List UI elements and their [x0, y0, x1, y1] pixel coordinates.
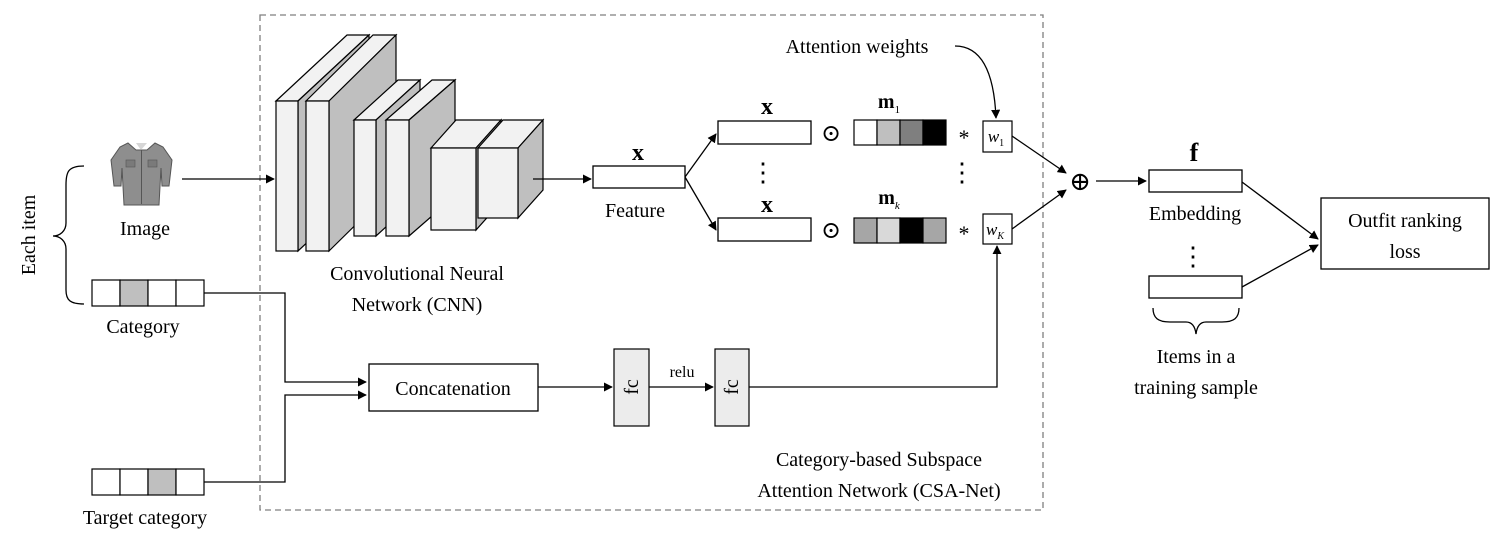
concatenation-box: [368, 363, 539, 412]
cnn-blocks: [274, 33, 545, 253]
embedding-vdots: ⋮: [1180, 242, 1206, 271]
mask-1-cell-2: [876, 119, 901, 146]
items-brace: [1152, 307, 1240, 335]
each-item-label: Each item: [18, 194, 40, 275]
mask-vdots: ⋮: [949, 158, 975, 187]
csa-net-region: [259, 14, 1044, 511]
target-cell-1: [91, 468, 121, 496]
multiply-op-1: *: [959, 125, 970, 150]
weight-box-1: [982, 120, 1013, 153]
feature-box: [592, 165, 686, 189]
category-cell-4: [175, 279, 205, 307]
mask-k-cell-4: [922, 217, 947, 244]
embedding-box-n: [1148, 275, 1243, 299]
fc-label-2: fc: [721, 379, 743, 395]
target-cell-3: [147, 468, 177, 496]
category-to-concat-line: [204, 292, 367, 387]
hadamard-op-1: ⊙: [821, 121, 841, 147]
image-label: Image: [120, 218, 170, 240]
cnn-label-line1: Convolutional Neural: [330, 263, 504, 285]
shirt-icon: [110, 142, 173, 206]
mask-k-cell-1: [853, 217, 878, 244]
branch-arrow-bottom: [684, 176, 717, 231]
items-label-line1: Items in a: [1157, 346, 1236, 368]
weight-label-k: wK: [986, 220, 1005, 242]
category-cell-3: [147, 279, 177, 307]
weight1-to-sum-arrow: [1011, 135, 1067, 174]
multiply-op-k: *: [959, 221, 970, 246]
category-cell-1: [91, 279, 121, 307]
concatenation-label: Concatenation: [395, 378, 511, 400]
mask-k-cell-2: [876, 217, 901, 244]
attention-weights-arrow: [954, 45, 1001, 119]
embedding-var: f: [1190, 138, 1199, 167]
fc-label-1: fc: [621, 379, 643, 395]
embedding-box: [1148, 169, 1243, 193]
target-category-label: Target category: [83, 507, 207, 529]
sum-op: ⊕: [1069, 167, 1091, 196]
loss-label-line2: loss: [1389, 241, 1420, 263]
mask-k-vector: [853, 217, 947, 244]
branch-x-box-k: [717, 217, 812, 242]
weight-label-1: w1: [988, 127, 1004, 149]
category-label: Category: [106, 316, 179, 338]
branch-arrow-top: [684, 133, 717, 178]
target-category-vector: [91, 468, 205, 496]
target-to-concat-line: [204, 390, 367, 483]
branch-x-var-k: x: [761, 192, 773, 218]
weight-box-k: [982, 213, 1013, 245]
attention-weights-label: Attention weights: [786, 36, 929, 58]
target-cell-2: [119, 468, 149, 496]
branch-x-box-1: [717, 120, 812, 145]
category-cell-2: [119, 279, 149, 307]
mask-1-cell-1: [853, 119, 878, 146]
items-label-line2: training sample: [1134, 377, 1258, 399]
loss-label-line1: Outfit ranking: [1348, 210, 1462, 232]
weightk-to-sum-arrow: [1011, 189, 1067, 230]
embedding-label: Embedding: [1149, 203, 1241, 225]
hadamard-op-k: ⊙: [821, 218, 841, 244]
mask-1-cell-4: [922, 119, 947, 146]
mask-1-vector: [853, 119, 947, 146]
cnn-block-6: [476, 118, 545, 220]
mask-k-label: mk: [878, 187, 901, 212]
feature-label: Feature: [605, 200, 665, 222]
category-vector: [91, 279, 205, 307]
embedding-to-loss-arrow: [1241, 181, 1319, 240]
outfit-ranking-loss-box: [1320, 197, 1490, 270]
fc2-to-weights-line: [749, 245, 1002, 388]
feature-var: x: [632, 140, 644, 166]
relu-label: relu: [670, 364, 695, 381]
csa-net-label-line2: Attention Network (CSA-Net): [757, 480, 1000, 502]
csa-net-label-line1: Category-based Subspace: [776, 449, 982, 471]
branch-vdots: ⋮: [750, 158, 776, 187]
mask-1-cell-3: [899, 119, 924, 146]
target-cell-4: [175, 468, 205, 496]
fc-box-2: [714, 348, 750, 427]
each-item-brace: [52, 165, 85, 305]
branch-x-var-1: x: [761, 94, 773, 120]
embedding-n-to-loss-arrow: [1241, 244, 1319, 288]
cnn-label-line2: Network (CNN): [352, 294, 483, 316]
mask-k-cell-3: [899, 217, 924, 244]
mask-1-label: m1: [878, 91, 900, 116]
